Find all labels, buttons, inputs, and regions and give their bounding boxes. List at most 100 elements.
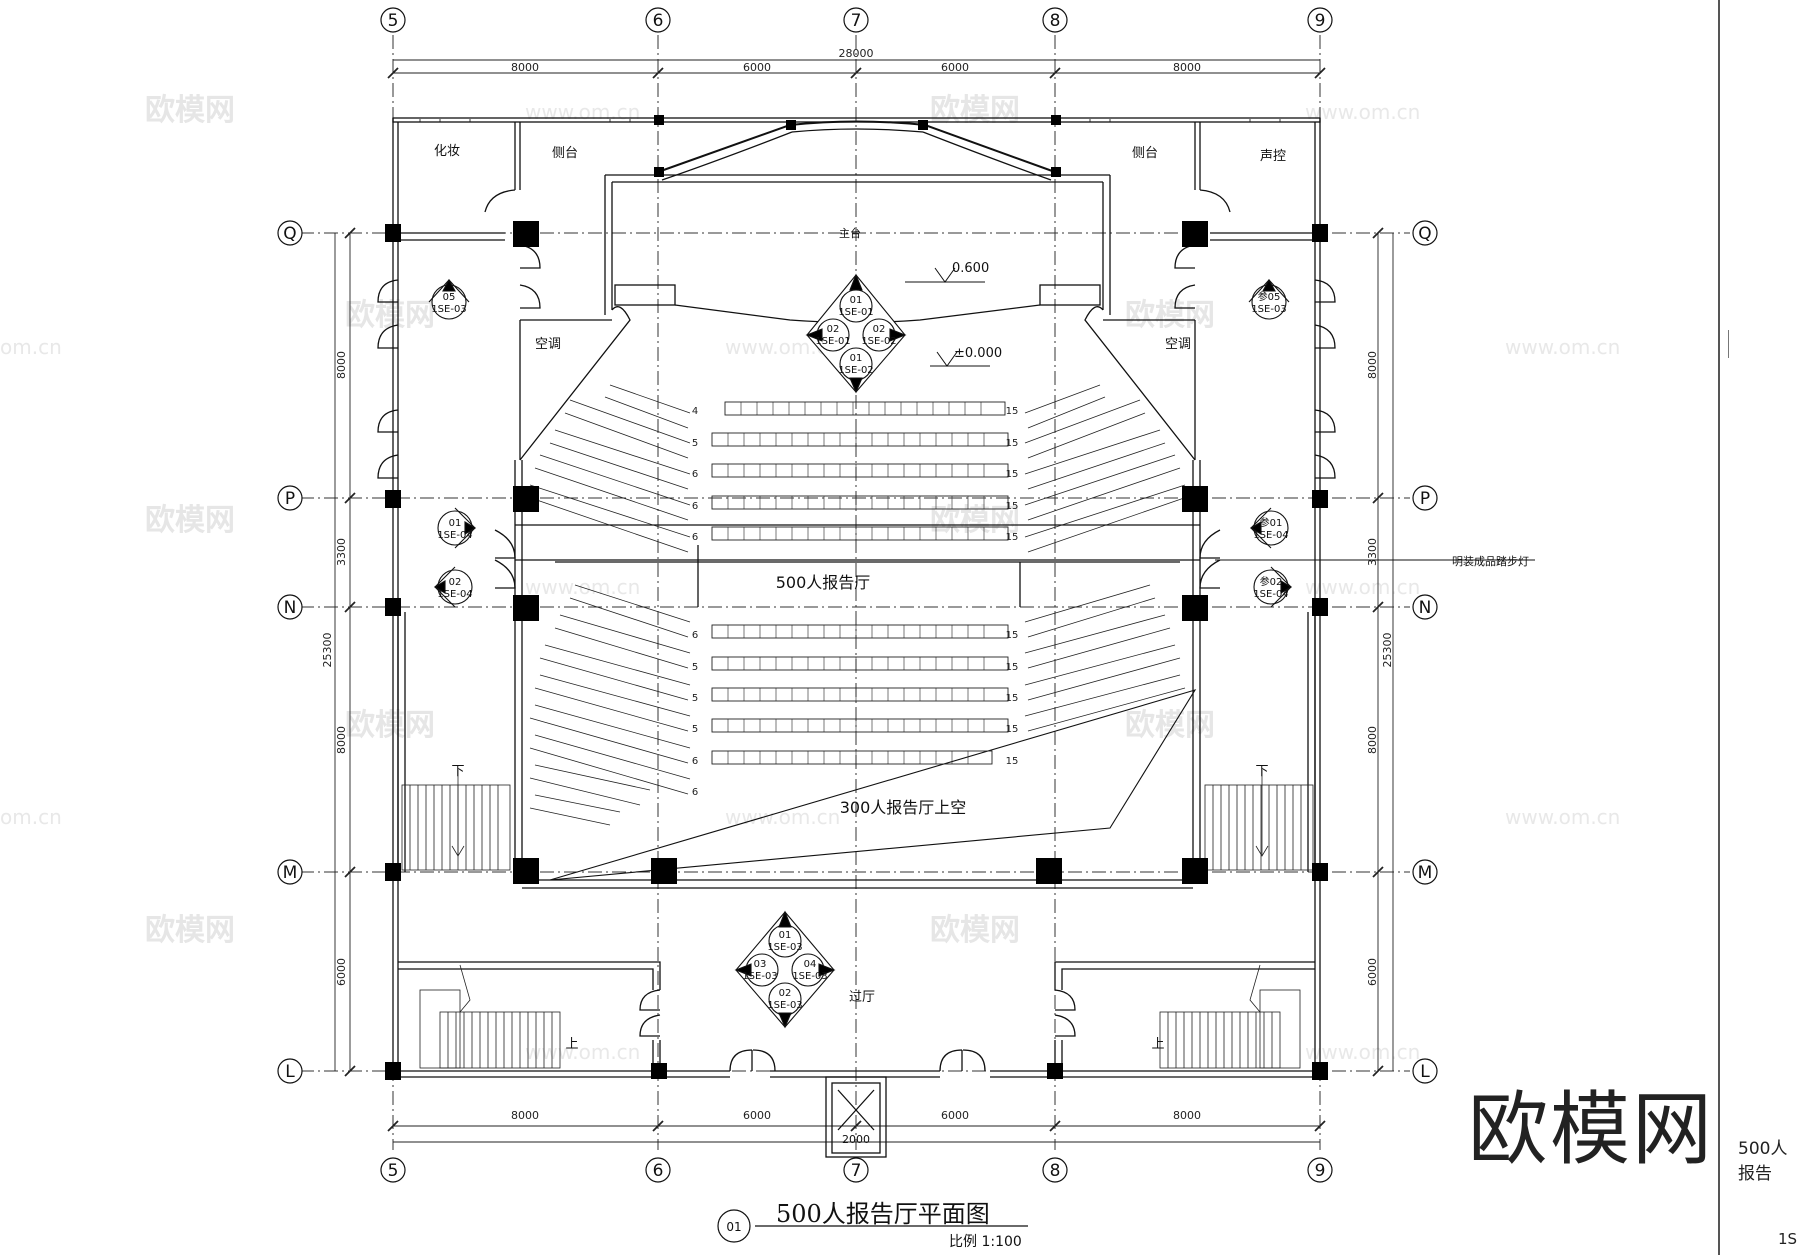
column [1182,858,1208,884]
auditorium-walls [397,460,1316,889]
stair-label-up-right: 上 [1151,1037,1164,1052]
room-lobby: 过厅 [849,990,875,1005]
brand-logo: 欧模网 [1468,1083,1714,1176]
dim-left-2: 3300 [335,538,348,566]
room-makeup: 化妆 [434,144,460,159]
level-floor: ±0.000 [954,346,1002,361]
column [513,221,539,247]
column [385,490,401,508]
column [1182,221,1208,247]
watermark-url: www.om.cn [525,575,641,599]
axis-label-Q-left: Q [283,224,296,244]
seat-row-lower-2 [711,656,1009,671]
dim-right-2: 3300 [1366,538,1379,566]
elev-label: 01 [850,353,863,364]
axis-label-9-top: 9 [1315,11,1326,31]
axis-label-8-top: 8 [1050,11,1061,31]
stairs-lobby-left [419,964,561,1069]
watermark-url: www.om.cn [1305,575,1421,599]
watermark-url: www.om.cn [1305,1040,1421,1064]
row-num-ur-2: 15 [1006,438,1019,449]
axis-label-8-bottom: 8 [1050,1161,1061,1181]
stair-label-down-left: 下 [451,764,464,779]
lobby-walls [398,961,1315,1158]
column [1312,224,1328,242]
dim-top-total: 28000 [839,47,874,60]
row-num-ul-1: 4 [692,406,698,417]
seat-row-lower-5 [711,750,993,765]
elev-ref: 1SE-03 [431,304,466,315]
elev-label: 参05 [1258,290,1281,303]
elev-label: 参02 [1260,575,1283,588]
stairs-lobby-right [1159,964,1301,1069]
seat-row-upper-4 [711,495,1009,510]
axis-label-7-top: 7 [851,11,862,31]
dim-left-4: 6000 [335,958,348,986]
room-side-stage-left: 侧台 [552,146,578,161]
elev-label: 03 [754,959,767,970]
axis-label-7-bottom: 7 [851,1161,862,1181]
stairs-side-left [401,770,511,871]
column [1312,863,1328,881]
row-num-lr-1: 15 [1006,630,1019,641]
watermark-logo: 欧模网 [145,913,235,948]
row-num-ll-4: 5 [692,724,698,735]
elevation-mark-small [428,278,1293,608]
outer-walls [392,117,1321,1078]
seat-row-left-lower [529,584,691,826]
column [385,598,401,616]
room-main-stage: 主台 [839,226,861,240]
column [651,858,677,884]
dim-top-2: 6000 [743,61,771,74]
column [1051,115,1061,125]
row-num-ul-3: 6 [692,469,698,480]
elev-label: 02 [449,577,462,588]
column [513,595,539,621]
seating-right [1024,384,1188,732]
row-num-ul-5: 6 [692,532,698,543]
elev-ref: 1SE-03 [1251,304,1286,315]
dim-right-4: 6000 [1366,958,1379,986]
row-num-ll-2: 5 [692,662,698,673]
column [513,486,539,512]
dim-top-4: 8000 [1173,61,1201,74]
dimension-lines [334,59,1394,1143]
elev-ref: 1SE-01 [815,336,850,347]
dim-bottom-3: 6000 [941,1109,969,1122]
elev-label: 01 [779,930,792,941]
column [651,1063,667,1079]
column [385,1062,401,1080]
column [654,115,664,125]
watermark-url: www.om.cn [1505,335,1621,359]
axis-bubble-bottom [380,1157,1333,1183]
column [1312,598,1328,616]
room-hall-300-void: 300人报告厅上空 [840,798,967,817]
room-hall-500: 500人报告厅 [776,573,871,592]
elev-label: 02 [827,324,840,335]
seat-row-upper-1 [724,401,1006,416]
stair-label-up-left: 上 [565,1037,578,1052]
axis-label-P-right: P [1420,489,1430,509]
drawing-number: 01 [726,1220,741,1234]
seating-center [711,401,1009,765]
dim-bottom-2: 6000 [743,1109,771,1122]
watermark-logo: 欧模网 [145,93,235,128]
axis-label-M-right: M [1418,863,1433,883]
seat-row-left-upper [527,384,691,553]
drawing-title-block: 01 500人报告厅平面图 比例 1:100 [717,1200,1028,1250]
axis-bubble-right [1412,220,1438,1084]
watermark-url: www.om.cn [1305,100,1421,124]
elev-label: 01 [449,518,462,529]
room-ac-right: 空调 [1165,337,1191,352]
watermark-logo: 欧模网 [145,503,235,538]
elevation-mark-stage [805,273,907,394]
axis-label-9-bottom: 9 [1315,1161,1326,1181]
column [1182,486,1208,512]
axis-label-Q-right: Q [1418,224,1431,244]
watermark-url: www.om.cn [1505,805,1621,829]
watermark-url: www.om.cn [525,100,641,124]
elev-ref: 1SE-03 [767,942,802,953]
stairs-side-right [1204,770,1314,871]
elev-ref: 1SE-04 [1253,589,1288,600]
